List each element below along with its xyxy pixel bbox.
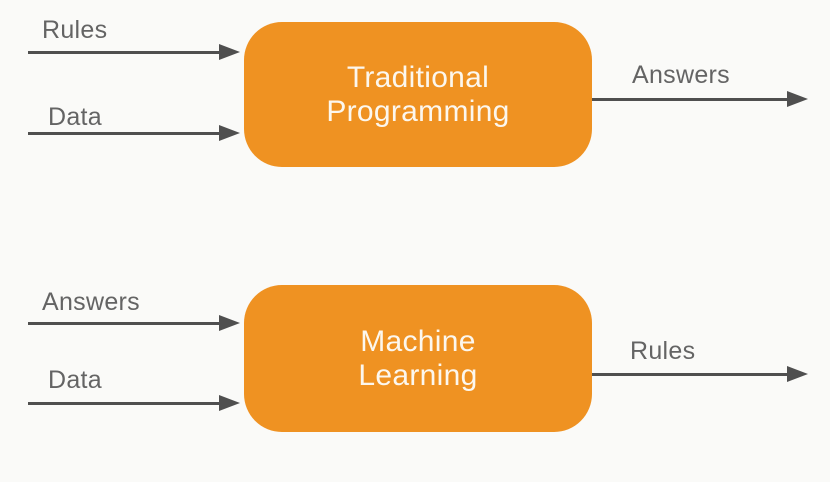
machine-learning-box: Machine Learning [244,285,592,432]
box-label: Traditional Programming [326,60,510,128]
arrowhead-icon [219,44,240,60]
arrowhead-icon [219,395,240,411]
input-label-data: Data [48,103,103,131]
output-label-answers: Answers [632,61,730,89]
arrowhead-icon [219,315,240,331]
arrowhead-icon [219,125,240,141]
arrow-line [28,321,224,325]
arrow-line [28,131,224,135]
input-arrow-answers [28,314,240,332]
arrow-line [592,372,792,376]
box-label: Machine Learning [358,324,478,392]
output-label-rules: Rules [630,337,696,365]
input-label-rules: Rules [42,16,108,44]
arrowhead-icon [787,91,808,107]
input-label-data: Data [48,366,103,394]
arrow-line [592,97,792,101]
output-arrow-rules [592,365,808,383]
input-arrow-rules [28,43,240,61]
traditional-programming-box: Traditional Programming [244,22,592,167]
input-arrow-data [28,394,240,412]
arrow-line [28,401,224,405]
input-arrow-data [28,124,240,142]
arrowhead-icon [787,366,808,382]
arrow-line [28,50,224,54]
output-arrow-answers [592,90,808,108]
input-label-answers: Answers [42,288,140,316]
